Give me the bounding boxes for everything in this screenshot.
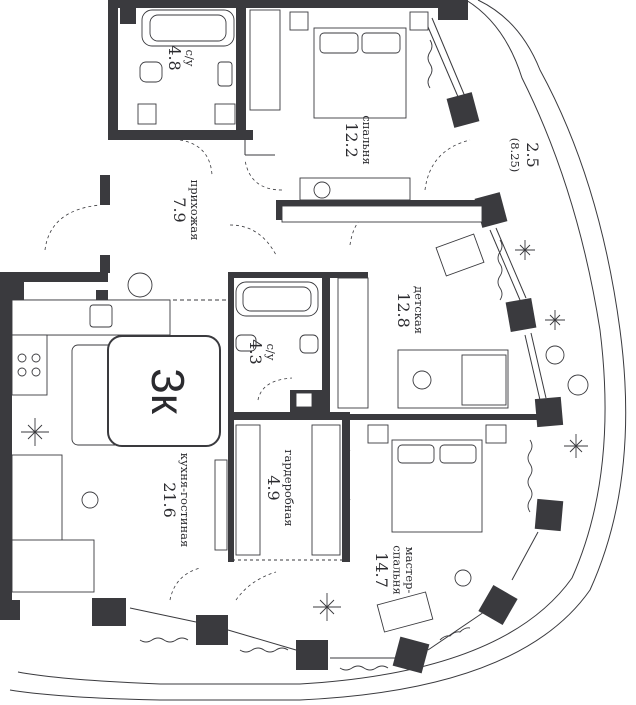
room-area: 4.8 <box>165 45 184 70</box>
curtains <box>139 39 533 671</box>
room-area: 12.8 <box>394 292 413 328</box>
room-area: 7.9 <box>170 197 189 222</box>
bedroom-furniture <box>249 9 429 201</box>
room-name: мастер-спальня <box>390 545 417 594</box>
plants <box>21 240 589 621</box>
room-name: с/у <box>264 343 278 360</box>
room-label-bathroom-2: с/у 4.3 <box>246 339 278 364</box>
master-furniture <box>367 424 507 633</box>
room-label-wardrobe: гардеробная 4.9 <box>264 449 296 526</box>
badge-label: 3к <box>142 368 194 415</box>
bathroom-2-fixtures <box>235 281 319 408</box>
door-swings <box>44 139 471 601</box>
room-label-master: мастер-спальня 14.7 <box>372 545 417 594</box>
room-label-bathroom-1: с/у 4.8 <box>165 45 197 70</box>
rooms-count-badge: 3к <box>107 335 221 447</box>
wardrobe-fixtures <box>235 424 341 556</box>
room-name: прихожая <box>188 180 202 241</box>
room-label-kitchen: кухня-гостиная 21.6 <box>160 453 192 547</box>
room-area: 14.7 <box>372 552 391 588</box>
facade-outline <box>9 0 627 701</box>
room-area: (8.25) <box>508 138 522 173</box>
room-area: 4.9 <box>264 475 283 500</box>
room-label-kids: детская 12.8 <box>394 286 426 334</box>
room-area: 21.6 <box>160 482 179 518</box>
kids-furniture <box>281 205 509 409</box>
bathroom-1-fixtures <box>137 9 236 125</box>
room-area: 12.2 <box>342 122 361 158</box>
room-name: спальня <box>360 115 374 164</box>
room-name: детская <box>412 286 426 334</box>
room-name: с/у <box>183 49 197 66</box>
room-area: 4.3 <box>246 339 265 364</box>
room-name: гардеробная <box>282 449 296 526</box>
room-name: 2.5 <box>523 142 542 167</box>
room-label-hall: прихожая 7.9 <box>170 180 202 241</box>
room-label-loggia: 2.5 (8.25) <box>508 138 542 173</box>
room-label-bedroom: спальня 12.2 <box>342 115 374 164</box>
room-labels: с/у 4.8 спальня 12.2 прихожая 7.9 2.5 (8… <box>160 45 542 594</box>
room-name: кухня-гостиная <box>178 453 192 547</box>
